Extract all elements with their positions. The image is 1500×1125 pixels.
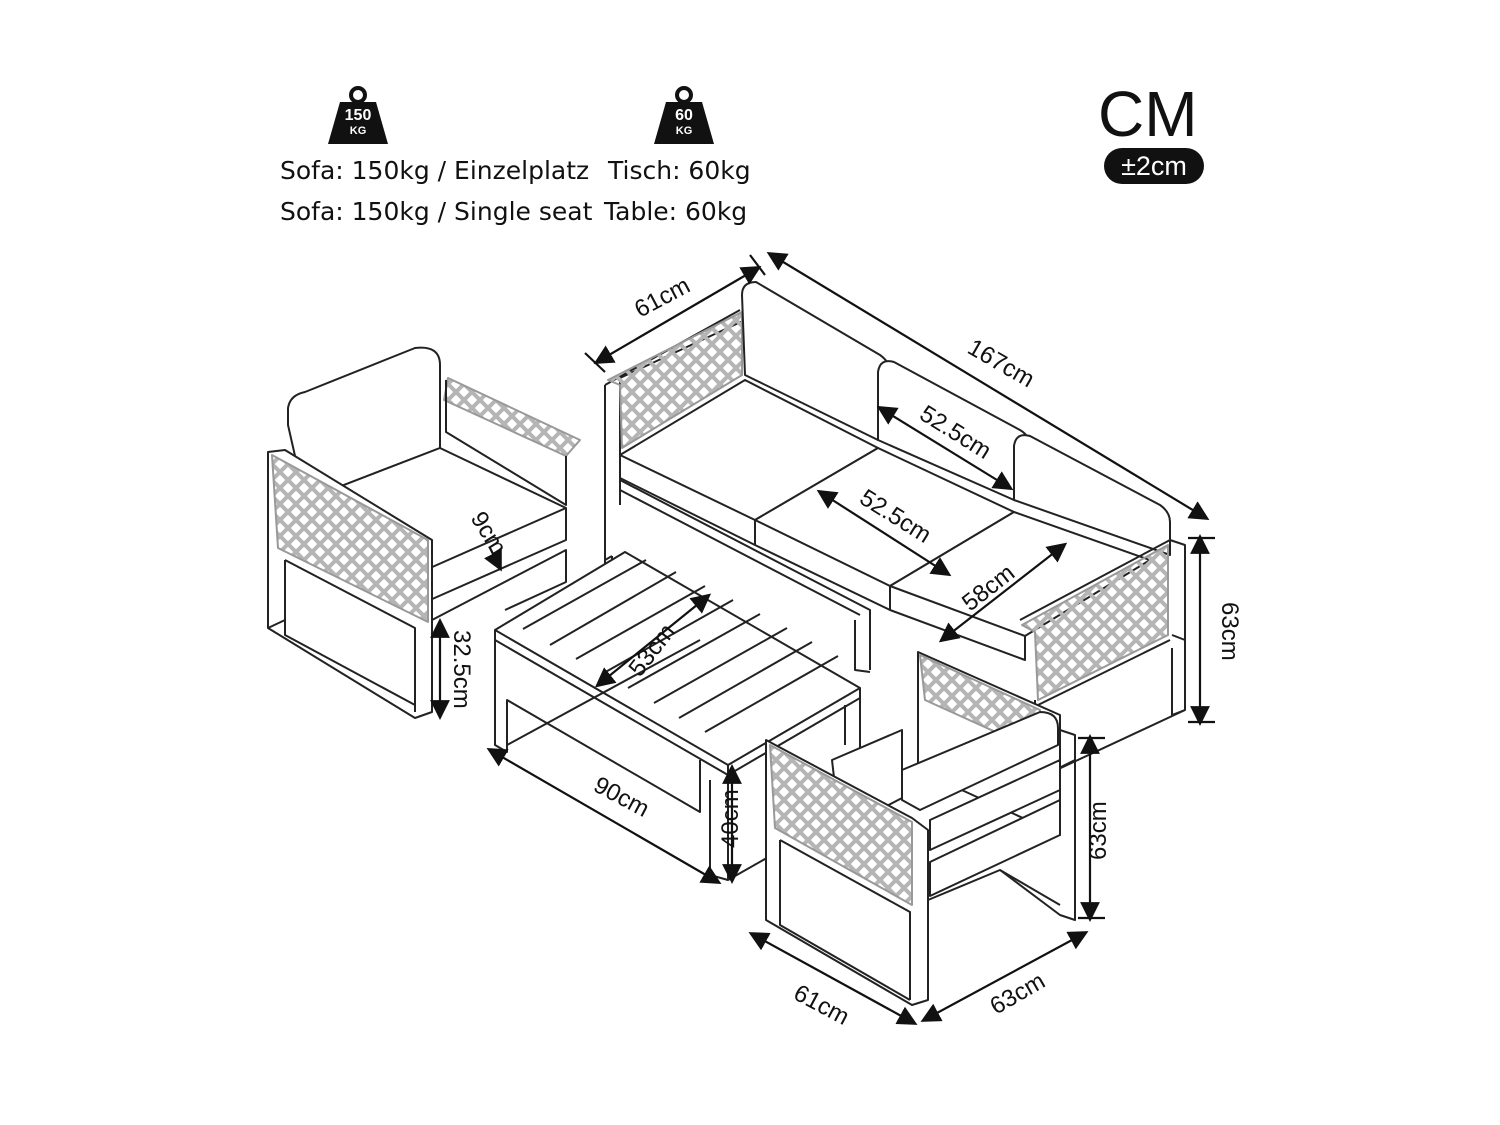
dim-table-height: 40cm: [717, 789, 744, 848]
caption-table-de: Tisch: 60kg: [608, 156, 751, 185]
dimension-lines: [430, 251, 1215, 1025]
dim-chair-height: 63cm: [1085, 801, 1112, 860]
caption-table-en: Table: 60kg: [604, 197, 748, 226]
dim-chair-seat-height: 32.5cm: [448, 630, 475, 709]
armchair-left: [267, 346, 581, 719]
unit-title: CM: [1098, 78, 1198, 150]
dim-line-table-depth: [594, 593, 712, 688]
dim-line-back-cushion: [876, 405, 1014, 491]
dim-line-sofa-depth: [593, 266, 762, 364]
weight-value: 60: [675, 107, 693, 124]
weight-icon: [654, 86, 714, 144]
dim-sofa-width: 167cm: [963, 334, 1039, 393]
weight-badge-table: 60 KG: [652, 86, 716, 150]
dim-line-sofa-width: [766, 251, 1210, 521]
dim-line-chair-width: [920, 931, 1089, 1022]
weight-badge-sofa: 150 KG: [326, 86, 390, 150]
dim-chair-depth: 61cm: [789, 979, 853, 1030]
weight-unit: KG: [349, 125, 367, 137]
weight-unit: KG: [675, 125, 693, 137]
dim-chair-width: 63cm: [986, 967, 1050, 1020]
dim-line-chair-depth: [748, 932, 918, 1025]
caption-sofa-de: Sofa: 150kg / Einzelplatz: [280, 156, 590, 185]
dim-line-seat-depth: [938, 542, 1068, 643]
dim-line-seat-cushion: [816, 489, 952, 577]
caption-sofa-en: Sofa: 150kg / Single seat: [280, 197, 593, 226]
dim-sofa-height: 63cm: [1216, 602, 1243, 661]
dim-line-table-length: [486, 748, 722, 884]
dim-tick: [749, 254, 766, 276]
dim-line-cushion-thickness: [484, 547, 502, 572]
weight-icon: [328, 86, 388, 144]
dim-sofa-depth: 61cm: [630, 272, 694, 323]
dim-tick: [584, 352, 606, 373]
tolerance-badge: ±2cm: [1104, 148, 1204, 184]
weight-value: 150: [344, 107, 372, 124]
